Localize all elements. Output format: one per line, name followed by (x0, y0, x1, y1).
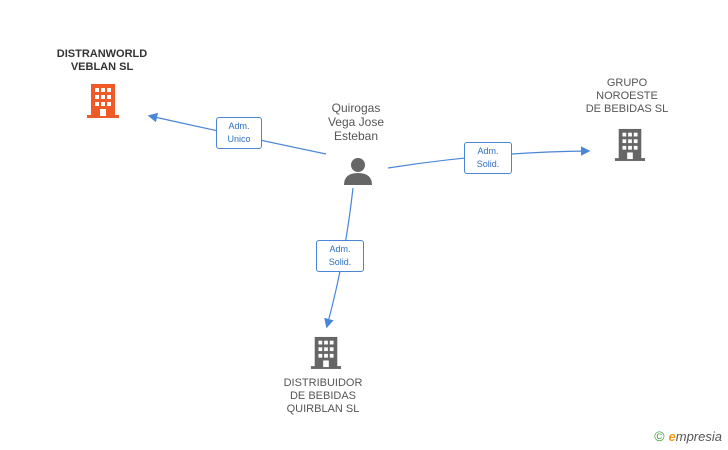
edge-label-distranworld: Adm. Unico (216, 117, 262, 149)
edge-label-distribuidor: Adm. Solid. (316, 240, 364, 272)
company-label-grupo[interactable]: GRUPO NOROESTE DE BEBIDAS SL (585, 77, 669, 115)
building-icon[interactable] (86, 82, 120, 118)
brand-e: e (668, 429, 676, 444)
person-label[interactable]: Quirogas Vega Jose Esteban (327, 101, 385, 143)
brand-name: mpresia (675, 429, 722, 444)
building-icon[interactable] (614, 126, 646, 162)
company-label-distribuidor[interactable]: DISTRIBUIDOR DE BEBIDAS QUIRBLAN SL (283, 377, 363, 415)
empresia-logo: ©empresia (654, 428, 722, 444)
edge-label-grupo: Adm. Solid. (464, 142, 512, 174)
company-label-distranworld[interactable]: DISTRANWORLD VEBLAN SL (56, 48, 148, 73)
building-icon[interactable] (310, 334, 342, 370)
person-icon[interactable] (343, 156, 373, 186)
copyright-symbol: © (654, 428, 665, 444)
